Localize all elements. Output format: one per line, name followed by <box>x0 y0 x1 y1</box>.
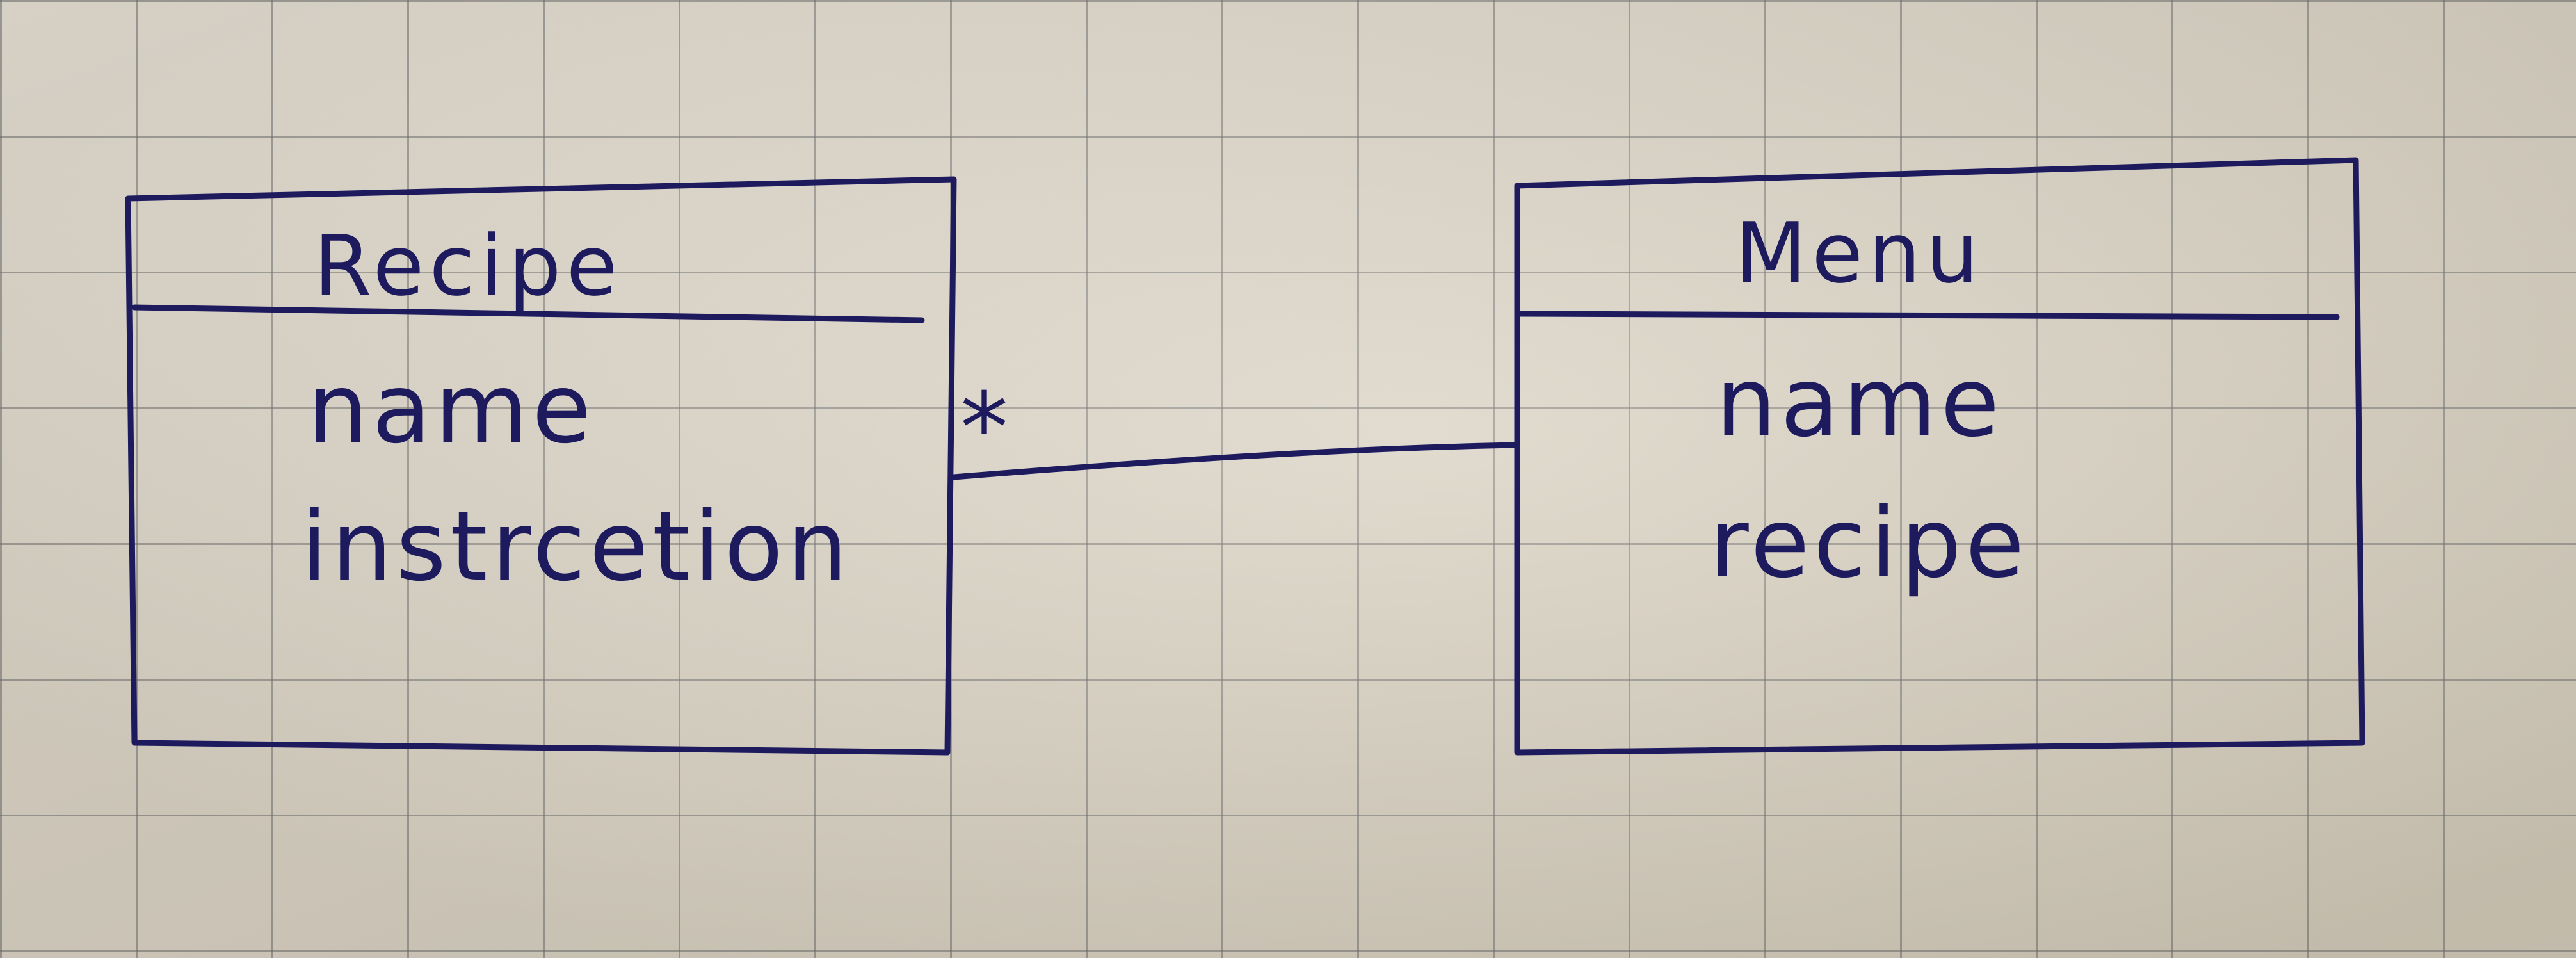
association-line <box>951 442 1520 480</box>
recipe-class-box: Recipe name instrcetion <box>125 176 957 756</box>
association-multiplicity: * <box>960 373 1008 484</box>
recipe-attribute-instruction: instrcetion <box>301 491 851 603</box>
menu-attribute-name: name <box>1716 347 2003 459</box>
recipe-title-divider <box>131 304 925 323</box>
recipe-attribute-name: name <box>307 353 595 465</box>
menu-title-divider <box>1514 311 2340 320</box>
menu-class-box: Menu name recipe <box>1514 157 2365 756</box>
recipe-box-outline <box>125 176 957 756</box>
menu-class-title: Menu <box>1735 204 1984 302</box>
recipe-class-title: Recipe <box>314 217 623 314</box>
menu-attribute-recipe: recipe <box>1709 488 2028 599</box>
menu-box-outline <box>1514 157 2365 756</box>
